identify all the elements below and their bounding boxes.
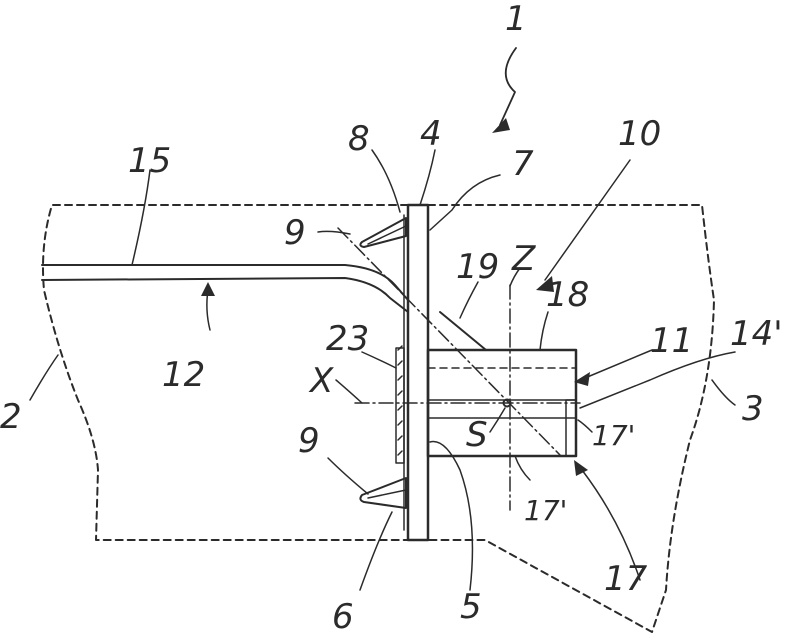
label-19: 19: [456, 247, 499, 287]
label-point-s: S: [466, 415, 488, 455]
leader-6: [359, 511, 393, 591]
label-17p-bottom: 17': [524, 494, 567, 527]
mounting-strip: [395, 347, 405, 464]
leader-10: [544, 159, 631, 281]
label-9-bottom: 9: [298, 421, 320, 461]
leader-18: [539, 311, 549, 351]
arrow-11: [574, 372, 590, 386]
label-23: 23: [326, 319, 369, 359]
point-s-marker: [502, 398, 512, 408]
label-9-top: 9: [284, 213, 306, 253]
label-11: 11: [650, 321, 693, 361]
label-3: 3: [742, 389, 764, 429]
leader-14p: [579, 351, 736, 409]
wall-plate: [406, 203, 430, 542]
label-4: 4: [420, 114, 442, 154]
label-axis-x: X: [308, 361, 334, 401]
leader-11: [584, 349, 653, 379]
leader-17: [581, 469, 641, 581]
housing-outline-left: [42, 204, 409, 541]
label-17: 17: [604, 559, 648, 599]
leader-1: [499, 47, 517, 126]
leader-9-top: [317, 230, 351, 235]
label-7: 7: [512, 144, 534, 184]
leader-23: [361, 351, 397, 369]
label-10: 10: [618, 114, 661, 154]
label-8: 8: [348, 119, 370, 159]
leader-z: [509, 267, 521, 287]
housing-outline-right: [427, 204, 715, 633]
wedge-upper: [359, 217, 407, 248]
leader-8: [371, 149, 401, 213]
leader-17p-right: [577, 419, 593, 433]
brace-line: [439, 311, 487, 351]
leader-x: [335, 379, 363, 404]
leader-15: [131, 169, 151, 266]
conductor-upper: [41, 264, 409, 301]
label-12: 12: [162, 355, 205, 395]
label-5: 5: [460, 587, 482, 627]
label-2: 2: [0, 397, 22, 437]
leader-7: [429, 174, 501, 231]
leader-19: [459, 281, 479, 319]
diagonal-line: [337, 227, 561, 456]
wedge-lower: [359, 477, 407, 509]
leader-17p-bottom: [514, 455, 531, 481]
label-1: 1: [505, 0, 527, 39]
wedge-upper-line: [367, 225, 407, 245]
leader-4: [419, 149, 436, 206]
leader-3: [711, 379, 736, 406]
arrow-17: [574, 460, 588, 476]
label-axis-z: Z: [511, 239, 536, 279]
leader-s: [489, 407, 506, 433]
mounting-hatch: [397, 345, 403, 456]
arrow-10: [536, 276, 554, 292]
conductor-lower: [41, 277, 409, 313]
leader-5: [429, 440, 474, 591]
label-14p: 14': [730, 314, 783, 354]
arrow-1: [492, 118, 510, 133]
component-terminal: [565, 399, 577, 457]
label-6: 6: [332, 597, 354, 637]
leader-9-bottom: [327, 457, 369, 495]
leader-2: [29, 354, 59, 401]
label-15: 15: [128, 141, 171, 181]
arrow-12: [201, 282, 215, 296]
label-18: 18: [546, 275, 589, 315]
label-17p-right: 17': [592, 419, 635, 452]
wedge-lower-line: [367, 489, 407, 499]
